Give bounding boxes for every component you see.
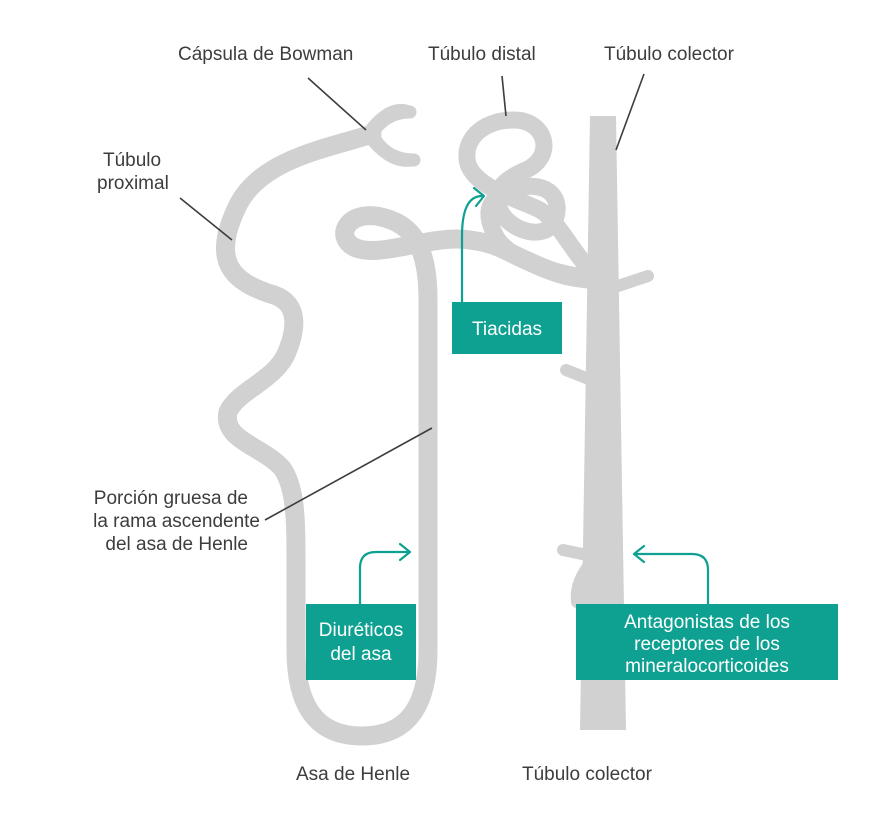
label-collecting-tubule-bottom: Túbulo colector [522, 764, 653, 785]
mra-label-line3: mineralocorticoides [625, 656, 789, 677]
label-collecting-tubule-top: Túbulo colector [604, 44, 735, 65]
mra-label-line1: Antagonistas de los [624, 612, 790, 633]
label-thick-limb-line3: del asa de Henle [105, 534, 248, 555]
mra-box [576, 604, 838, 680]
thiazides-label: Tiacidas [472, 319, 542, 340]
loop-diuretics-label-line2: del asa [330, 644, 392, 665]
label-proximal-tubule-line1: Túbulo [103, 150, 161, 171]
label-distal-tubule: Túbulo distal [428, 44, 536, 65]
arrow-icon [460, 186, 486, 304]
loop-diuretics-box [306, 604, 416, 680]
mra-label-line2: receptores de los [634, 634, 780, 655]
thiazides-box [452, 302, 562, 354]
label-loop-of-henle: Asa de Henle [296, 764, 410, 785]
label-proximal-tubule-line2: proximal [97, 173, 169, 194]
leader-lines [179, 73, 645, 521]
nephron-tubule [216, 104, 610, 746]
loop-diuretics-label-line1: Diuréticos [319, 620, 403, 641]
label-thick-limb-line1: Porción gruesa de [94, 488, 248, 509]
label-bowman-capsule: Cápsula de Bowman [178, 44, 353, 65]
label-thick-limb-line2: la rama ascendente [93, 511, 260, 532]
arrow-icon [358, 542, 412, 606]
arrow-icon [632, 544, 710, 606]
